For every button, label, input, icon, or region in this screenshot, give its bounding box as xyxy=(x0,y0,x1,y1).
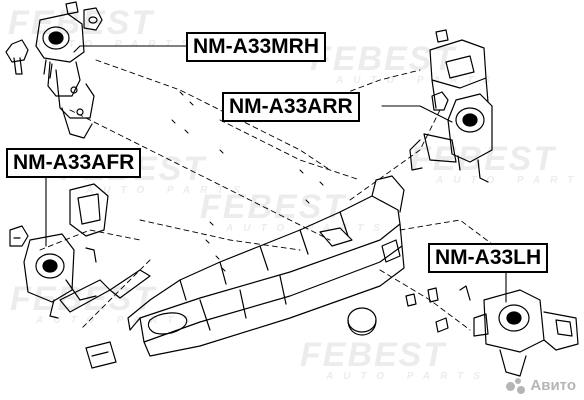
bump-stop xyxy=(85,341,117,369)
part-label-mrh: NM-A33MRH xyxy=(186,32,326,62)
leader-lines xyxy=(45,45,507,303)
avito-text: Авито xyxy=(530,377,576,394)
avito-dots-icon xyxy=(506,377,526,394)
mount-afr xyxy=(9,183,109,319)
bolt-markers xyxy=(171,91,324,272)
part-label-lh: NM-A33LH xyxy=(428,243,549,273)
part-label-arr: NM-A33ARR xyxy=(222,92,360,122)
mount-arr xyxy=(409,29,493,183)
mount-mrh xyxy=(5,1,103,139)
mount-lh xyxy=(347,239,579,377)
part-label-afr: NM-A33AFR xyxy=(6,148,142,178)
crossmember xyxy=(59,175,405,357)
avito-watermark: Авито xyxy=(506,377,576,394)
